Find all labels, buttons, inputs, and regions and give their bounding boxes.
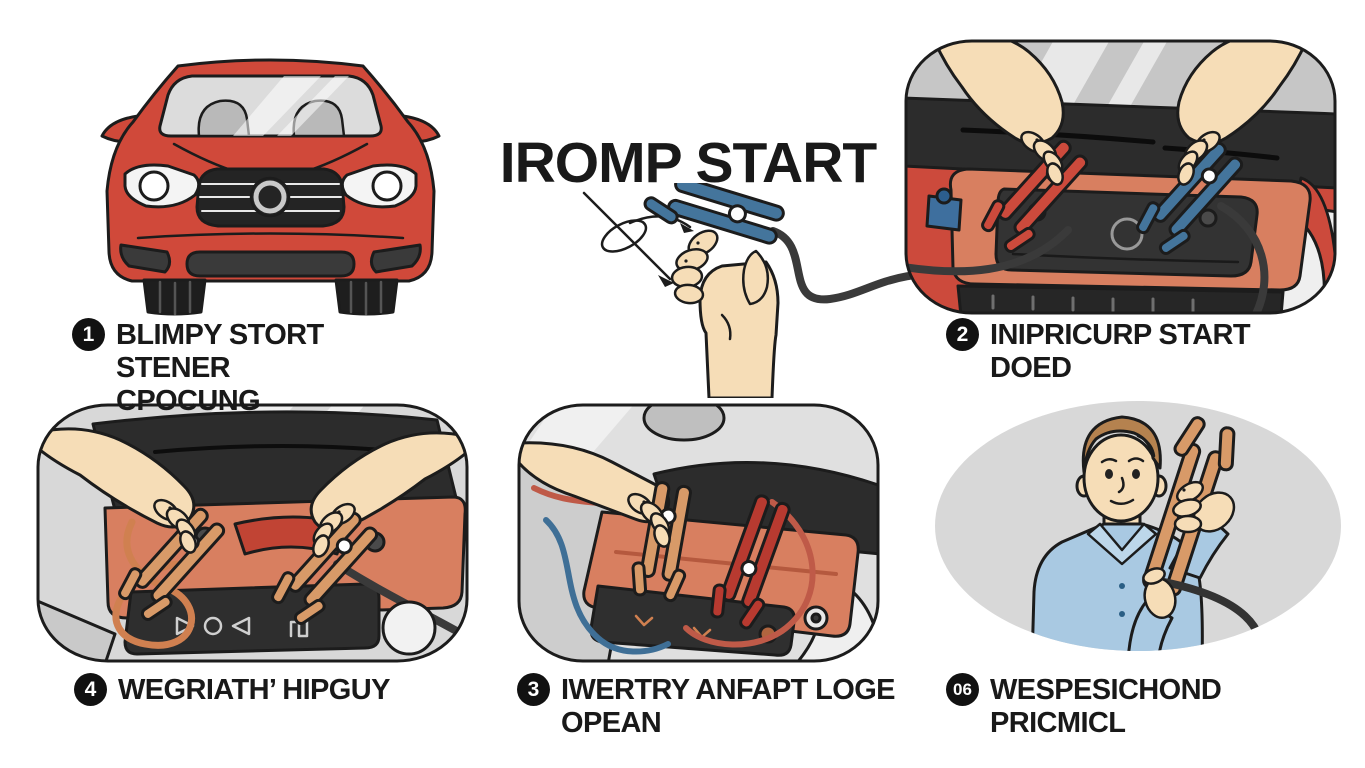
- right-fingers: [312, 502, 356, 558]
- step-2-label: INIPRICURP START DOED: [990, 319, 1251, 385]
- mirror-blob: [642, 405, 726, 442]
- grille: [195, 167, 346, 228]
- windshield-glare: [233, 76, 349, 136]
- blue-clamp: [643, 183, 785, 245]
- hair: [1081, 415, 1162, 474]
- engine-bay-two-clamps-illustration: [904, 39, 1337, 315]
- right-hand: [1172, 480, 1236, 534]
- engine-bay-attach-clamp-illustration: [517, 403, 880, 663]
- cable-left: [906, 226, 1072, 276]
- cable: [1160, 578, 1266, 651]
- red-clamp-upright: [710, 494, 791, 630]
- fingers: [627, 492, 671, 548]
- left-fingers: [153, 498, 197, 554]
- step-2-badge: 2: [946, 318, 979, 351]
- engine-bay-copper-clamps-illustration: [36, 403, 469, 663]
- right-arm: [1176, 41, 1312, 145]
- headlight-circle: [381, 600, 437, 656]
- step-1-label: BLIMPY STORT STENER CPOCUNG: [116, 319, 324, 418]
- right-fingers: [1177, 130, 1221, 186]
- headlights: [123, 163, 418, 209]
- wheels: [142, 278, 399, 316]
- step-1-badge: 1: [72, 318, 105, 351]
- step-6-label: WESPESICHOND PRICMICL: [990, 674, 1222, 740]
- step-1-caption: 1 BLIMPY STORT STENER CPOCUNG: [72, 318, 442, 418]
- cable-right: [1217, 202, 1269, 313]
- step-6-badge: 06: [946, 673, 979, 706]
- step-4-badge: 4: [74, 673, 107, 706]
- step-3-label: IWERTRY ANFAPT LOGE OPEAN: [561, 674, 896, 740]
- left-fingers: [1020, 130, 1064, 186]
- left-hand: [1126, 567, 1177, 651]
- person-holding-clamp-illustration: [935, 401, 1341, 651]
- red-cable: [683, 499, 816, 648]
- radiator-bar: [956, 284, 1285, 313]
- step-4-caption: 4 WEGRIATH’ HIPGUY: [74, 673, 454, 707]
- step-3-caption: 3 IWERTRY ANFAPT LOGE OPEAN: [517, 673, 897, 740]
- blue-cable: [543, 517, 671, 655]
- collar: [1086, 522, 1158, 566]
- fingers: [670, 229, 770, 306]
- car-front-illustration: [100, 58, 441, 316]
- step-2-caption: 2 INIPRICURP START DOED: [946, 318, 1306, 385]
- bumper-intakes: [119, 243, 422, 278]
- thumb: [742, 249, 770, 306]
- step-4-label: WEGRIATH’ HIPGUY: [118, 674, 390, 706]
- step-3-badge: 3: [517, 673, 550, 706]
- left-arm: [929, 41, 1065, 145]
- head: [1075, 415, 1168, 523]
- step-6-caption: 06 WESPESICHOND PRICMICL: [946, 673, 1306, 740]
